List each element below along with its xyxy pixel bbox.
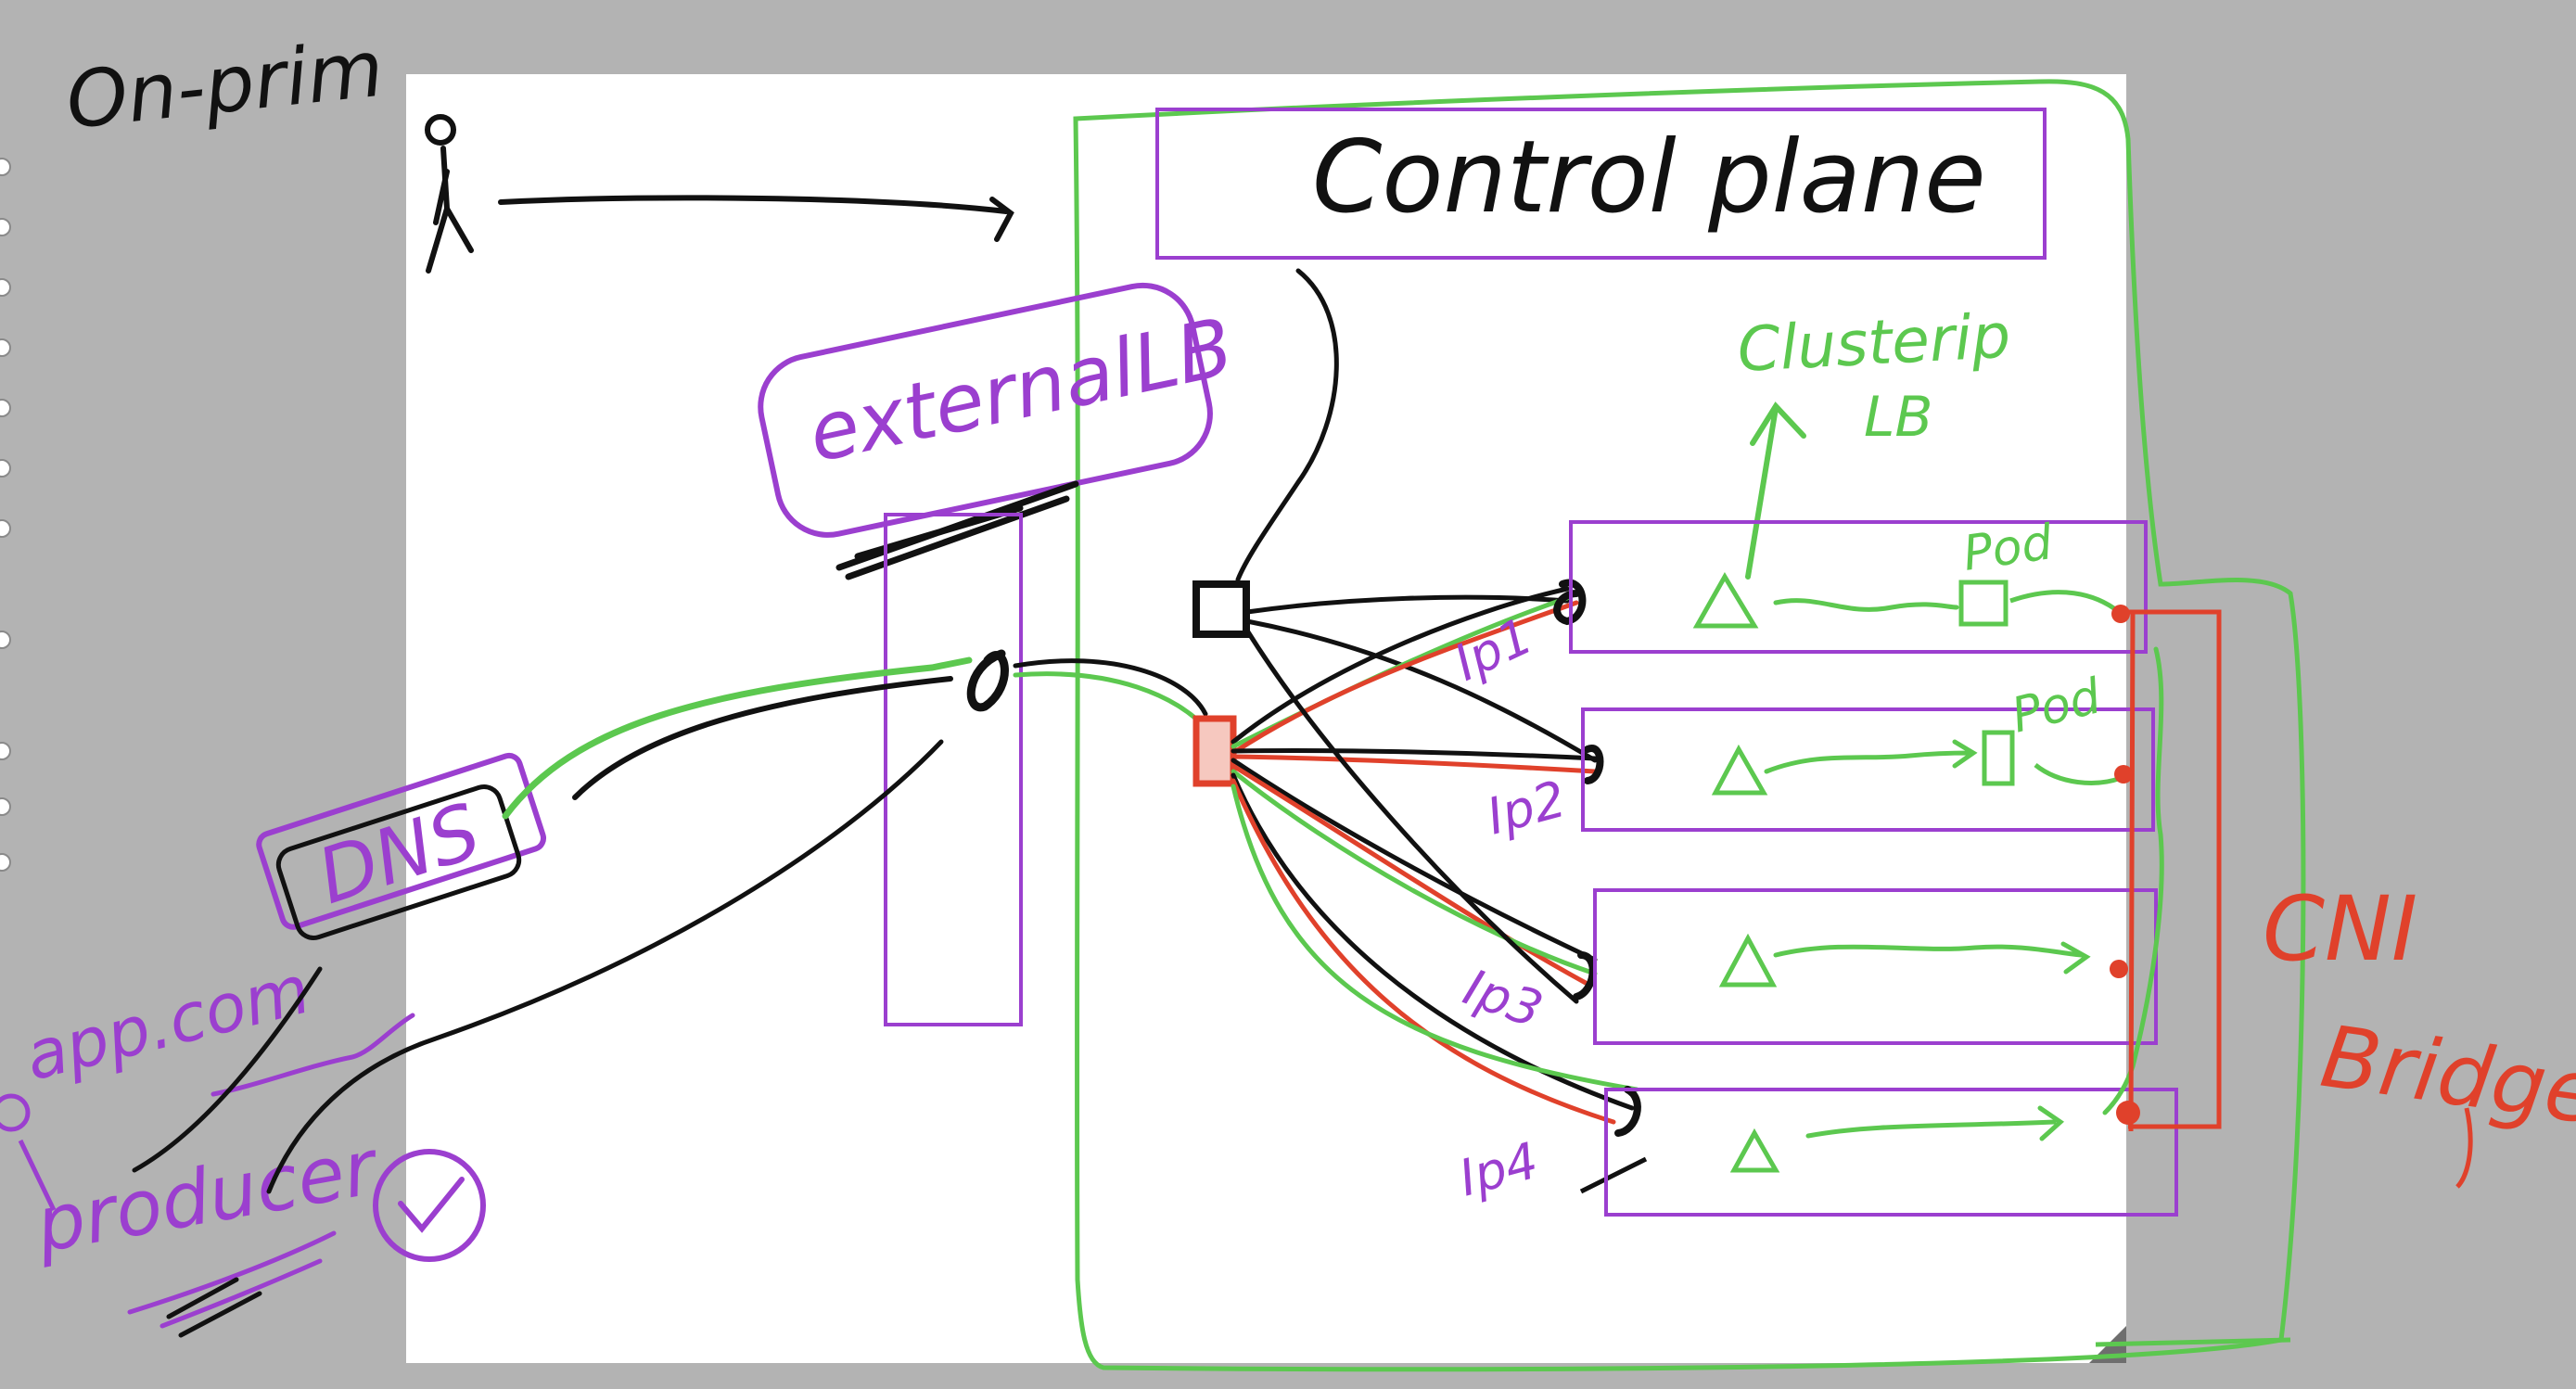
app-com-label: app.com	[18, 949, 317, 1095]
app-com-scribble	[210, 1013, 415, 1097]
triangle-icon	[1692, 572, 1759, 629]
node1-flow	[1773, 598, 1959, 612]
lb-to-node-link	[1013, 658, 1208, 717]
node-entry-knots	[1553, 579, 1641, 1137]
rail-handle[interactable]	[0, 631, 11, 649]
rail-handle[interactable]	[0, 742, 11, 760]
bridge-port	[2111, 605, 2130, 623]
cluster-boundary	[1073, 79, 2306, 1372]
rail-handle[interactable]	[0, 218, 11, 236]
dns-bubble-outer	[256, 752, 547, 930]
node1-out	[2009, 590, 2121, 614]
dns-bubble-inner	[275, 784, 522, 940]
producer-to-lb-link	[266, 739, 944, 1194]
worker-node-2	[1581, 707, 2155, 832]
consumer-stem	[18, 1139, 57, 1212]
dns-to-lb-black	[572, 676, 953, 800]
triangle-icon	[1711, 744, 1768, 796]
control-plane-box	[1155, 108, 2047, 260]
check-circle-icon	[373, 1149, 486, 1262]
bridge-port	[2110, 960, 2128, 978]
square-icon	[1982, 730, 2015, 786]
user-request-arrow	[498, 195, 1014, 242]
bridge-label: Bridge	[2315, 1007, 2576, 1144]
node4-flow	[1805, 1105, 2065, 1141]
triangle-icon	[1729, 1128, 1780, 1173]
rail-handle[interactable]	[0, 459, 11, 478]
entry-square-red	[1192, 715, 1237, 787]
node-connector-green	[2102, 646, 2164, 1115]
triangle-icon	[1718, 933, 1778, 988]
rail-handle[interactable]	[0, 338, 11, 357]
consumer-node	[0, 1093, 31, 1132]
node2-flow	[1764, 739, 1978, 774]
rail-handle[interactable]	[0, 853, 11, 872]
cni-label: CNI	[2263, 877, 2417, 981]
rail-handle[interactable]	[0, 797, 11, 816]
external-lb-column	[884, 513, 1023, 1026]
control-plane-label: Control plane	[1312, 120, 1986, 236]
external-lb-knot	[966, 649, 1009, 712]
kube-proxy-square	[1192, 580, 1250, 638]
cluster-ip-pointer	[1745, 401, 1806, 580]
cluster-ip-lb-label: LB	[1864, 385, 1933, 450]
rail-handle[interactable]	[0, 278, 11, 297]
dns-to-lb-green	[502, 656, 973, 820]
rail-handle[interactable]	[0, 158, 11, 176]
external-lb-bubble	[758, 282, 1213, 538]
cluster-boundary-tail	[2095, 1337, 2291, 1347]
worker-node-1	[1569, 520, 2148, 654]
producer-underline	[127, 1230, 337, 1329]
square-icon	[1958, 580, 2009, 627]
worker-node-4	[1604, 1088, 2178, 1217]
worker-node-3	[1593, 888, 2158, 1045]
whiteboard-left-rail	[0, 0, 13, 1389]
cluster-ip-label: Clusterip	[1736, 300, 2012, 386]
node3-flow	[1773, 941, 2091, 975]
app-to-dns-link	[132, 966, 323, 1173]
producer-strikes	[166, 1277, 262, 1338]
ip4-arrow	[1579, 1156, 1648, 1194]
bridge-port	[2116, 1101, 2140, 1125]
node2-out	[2034, 763, 2124, 785]
pod-1-label: Pod	[1959, 515, 2057, 582]
bridge-port	[2114, 765, 2133, 784]
control-plane-link	[1235, 268, 1339, 582]
rail-handle[interactable]	[0, 519, 11, 538]
rail-handle[interactable]	[0, 399, 11, 417]
bridge-tail	[2455, 1107, 2473, 1189]
node-fanout-lines	[1231, 586, 1639, 1125]
on-prem-label: On-prim	[62, 23, 388, 147]
cni-bridge-line	[2128, 609, 2222, 1132]
stick-figure-icon	[425, 114, 474, 274]
producer-label: producer	[29, 1123, 386, 1270]
